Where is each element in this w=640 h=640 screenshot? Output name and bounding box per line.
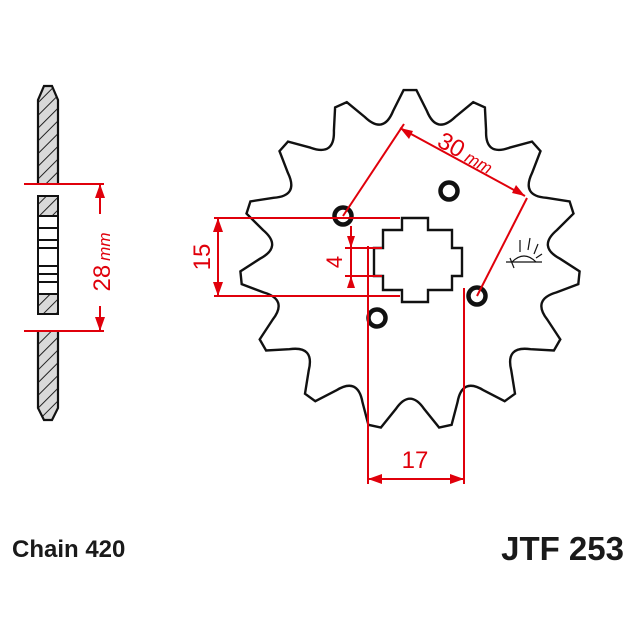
key-label: 4 [322, 256, 347, 268]
bolt-circle-dimension [342, 123, 528, 297]
side-view [36, 84, 60, 422]
width-dimension [367, 246, 465, 484]
part-number: JTF 253 [501, 530, 624, 567]
thickness-dimension [24, 183, 105, 332]
bolt-hole [366, 307, 388, 329]
chain-size-label: Chain 420 [12, 536, 126, 563]
width-label: 17 [402, 447, 429, 474]
height-label: 15 [189, 244, 216, 271]
tooth-mark [506, 237, 543, 269]
spline-bore [372, 216, 464, 304]
side-view-hub [37, 195, 59, 315]
thickness-label: 28mm [89, 232, 116, 291]
key-dimension [345, 226, 382, 288]
height-dimension [213, 217, 400, 297]
bolt-hole [438, 180, 460, 202]
